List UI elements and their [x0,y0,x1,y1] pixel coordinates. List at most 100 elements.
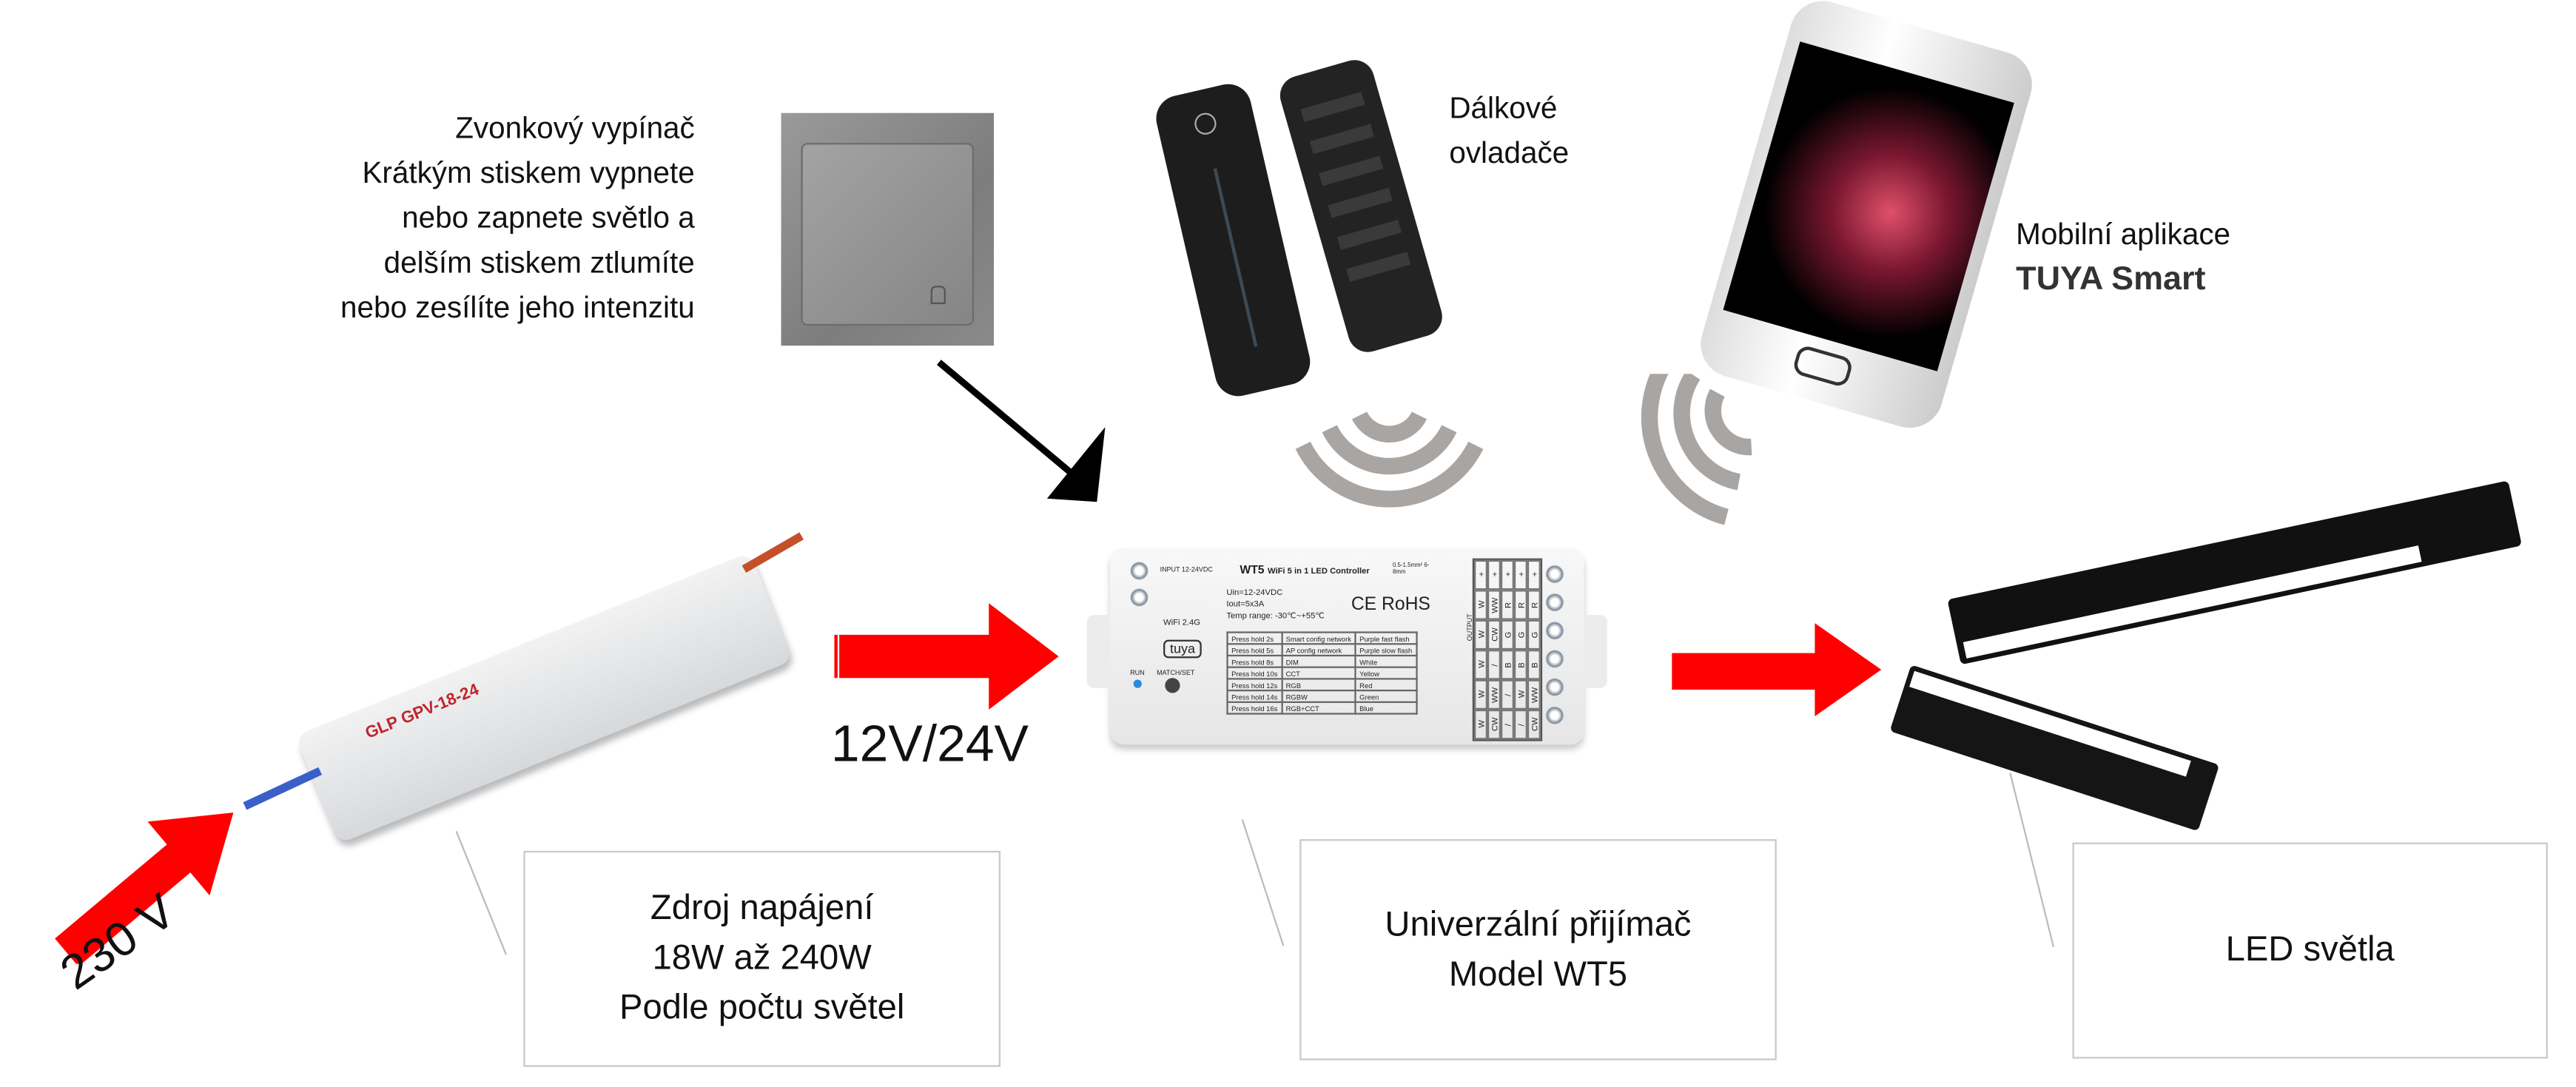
led-lights-box: LED světla [2072,842,2548,1059]
text-line: nebo zapnete světlo a [402,201,695,235]
power-supply-label: GLP GPV-18-24 [363,681,482,744]
wall-switch-image [781,112,994,346]
red-arrow-icon [1672,623,1882,716]
grid-cell: + [1487,559,1501,590]
grid-cell: R [1513,590,1527,620]
wifi-label: WiFi 2.4G [1163,618,1200,628]
table-cell: AP config network [1280,643,1356,657]
text-line: Univerzální přijímač [1385,904,1692,943]
table-cell: RGBW [1280,690,1356,703]
text-line: Krátkým stiskem vypnete [362,156,695,190]
table-cell: Press hold 16s [1226,701,1283,715]
match-set-button [1165,678,1180,693]
grid-cell: W [1474,650,1487,680]
match-label: MATCH/SET [1157,667,1195,677]
table-cell: Green [1354,690,1417,703]
controller-specs: Uin=12-24VDC Iout=5x3A Temp range: -30℃~… [1226,588,1325,623]
controller-title: WiFi 5 in 1 LED Controller [1267,566,1370,577]
grid-cell: + [1513,559,1527,590]
grid-cell: G [1527,619,1541,650]
grid-cell: + [1474,559,1487,590]
table-cell: Press hold 5s [1226,643,1283,657]
spec: Iout=5x3A [1226,599,1265,610]
grid-cell: + [1527,559,1541,590]
text-line: 18W až 240W [652,938,872,977]
text-line: Zvonkový vypínač [455,111,695,145]
table-cell: CCT [1280,666,1356,680]
smartphone-image [1692,0,2040,436]
cert-marks: CE RoHS [1351,594,1430,615]
grid-cell: CW [1487,709,1501,740]
wifi-waves-icon [1641,374,1752,525]
grid-cell: WW [1487,679,1501,710]
output-voltage-label: 12V/24V [830,714,1029,773]
remote-buttons-image [1275,55,1447,357]
wifi-waves-icon [1295,411,1484,508]
receiver-box: Univerzální přijímač Model WT5 [1299,839,1777,1060]
leader-line [1241,819,1285,946]
grid-cell: G [1513,619,1527,650]
table-cell: Yellow [1354,666,1417,680]
table-cell: Press hold 14s [1226,690,1283,703]
text-line: Model WT5 [1448,955,1628,993]
power-supply-box: Zdroj napájení 18W až 240W Podle počtu s… [523,850,1001,1067]
grid-cell: / [1513,709,1527,740]
table-cell: Press hold 8s [1226,654,1283,668]
grid-cell: G [1500,619,1514,650]
red-arrow-icon [834,603,1059,710]
black-arrow-icon [936,360,1106,502]
table-cell: Press hold 12s [1226,678,1283,692]
text-line: Zdroj napájení [650,889,874,928]
wt5-controller-image: INPUT 12-24VDC WT5 WiFi 5 in 1 LED Contr… [1086,548,1607,745]
grid-cell: B [1500,650,1514,680]
grid-cell: W [1513,679,1527,710]
spec: Temp range: -30℃~+55℃ [1226,611,1325,622]
text-line: Mobilní aplikace [2016,218,2231,252]
controller-model: WT5 WiFi 5 in 1 LED Controller [1240,565,1369,577]
leader-line [2009,773,2055,948]
led-bar-image [1947,480,2522,665]
table-cell: Smart config network [1280,631,1356,645]
table-cell: RGB [1280,678,1356,692]
wire-spec: 0.5-1.5mm² 6-8mm [1392,562,1430,576]
grid-cell: W [1474,709,1487,740]
grid-cell: CW [1527,709,1541,740]
switch-description: Zvonkový vypínač Krátkým stiskem vypnete… [340,107,695,331]
grid-cell: / [1500,679,1514,710]
led-bar-image [1889,664,2220,832]
text-line: Dálkové [1449,91,1558,125]
grid-cell: WW [1527,679,1541,710]
grid-cell: CW [1487,619,1501,650]
red-arrow-icon [55,812,234,964]
text-line: LED světla [2225,930,2395,969]
text-line: Podle počtu světel [619,989,905,1027]
grid-cell: W [1474,679,1487,710]
table-cell: White [1354,654,1417,668]
text-line: nebo zesílíte jeho intenzitu [340,291,695,324]
text-line: delším stiskem ztlumíte [383,246,695,280]
grid-cell: B [1513,650,1527,680]
run-led [1133,679,1142,688]
text-line: ovladače [1449,136,1570,170]
table-cell: Purple slow flash [1354,643,1417,657]
grid-cell: W [1474,590,1487,620]
leader-line [455,830,507,955]
table-cell: Purple fast flash [1354,631,1417,645]
input-label: INPUT 12-24VDC [1160,565,1213,573]
grid-cell: R [1500,590,1514,620]
remotes-label: Dálkové ovladače [1449,87,1569,176]
table-cell: DIM [1280,654,1356,668]
table-cell: Press hold 2s [1226,631,1283,645]
grid-cell: WW [1487,590,1501,620]
table-cell: Blue [1354,701,1417,715]
spec: Uin=12-24VDC [1226,588,1283,599]
table-cell: Red [1354,678,1417,692]
